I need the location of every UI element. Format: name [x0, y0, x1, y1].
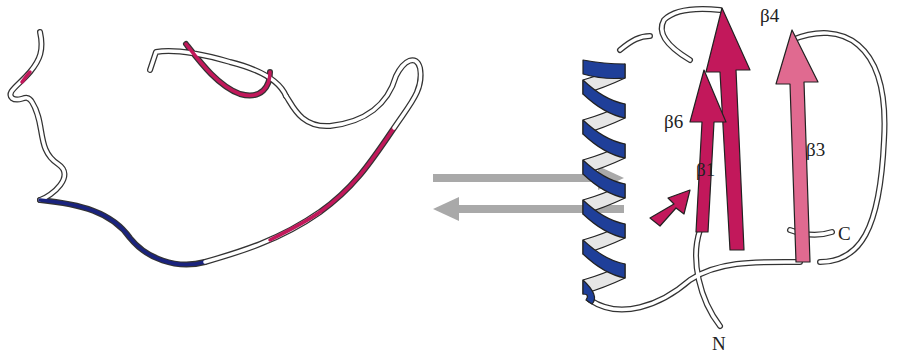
structure-label: β1 — [696, 160, 715, 179]
structure-label: C — [838, 224, 851, 243]
structure-label: N — [712, 334, 726, 353]
structure-label: β4 — [760, 6, 779, 25]
structure-label: β6 — [664, 112, 683, 131]
structure-label: β3 — [806, 140, 825, 159]
